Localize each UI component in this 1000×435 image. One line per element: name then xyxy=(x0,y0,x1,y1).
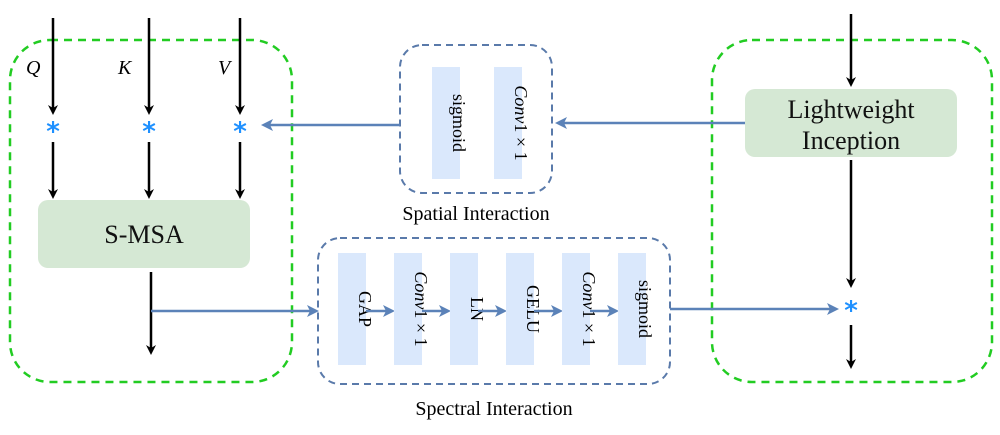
q-multiply-icon: * xyxy=(46,117,60,147)
q-label: Q xyxy=(26,57,41,79)
spectral-conv1-block xyxy=(394,253,422,365)
spectral-gap-label: GAP xyxy=(355,291,375,327)
lightweight-inception-block xyxy=(745,89,957,157)
k-multiply-icon: * xyxy=(142,117,156,147)
spectral-gap-block xyxy=(338,253,366,365)
v-multiply-icon: * xyxy=(233,117,247,147)
final-multiply-icon: * xyxy=(844,296,858,326)
inception-label-line1: Lightweight xyxy=(787,95,915,124)
spectral-conv2-label: Conv1 × 1 xyxy=(579,271,599,346)
spectral-sigmoid-block xyxy=(618,253,646,365)
inception-label-line2: Inception xyxy=(802,126,900,155)
smsa-label: S-MSA xyxy=(104,220,184,249)
smsa-block xyxy=(38,200,250,268)
k-label: K xyxy=(117,57,133,79)
spectral-conv2-block xyxy=(562,253,590,365)
spectral-gelu-label: GELU xyxy=(523,285,543,333)
spatial-sigmoid-block xyxy=(432,67,460,179)
spectral-ln-block xyxy=(450,253,478,365)
spatial-conv-block xyxy=(494,67,522,179)
left-branch-container xyxy=(8,38,294,384)
spatial-conv-label: Conv1 × 1 xyxy=(511,85,531,160)
spectral-interaction-caption: Spectral Interaction xyxy=(415,398,572,420)
v-label: V xyxy=(218,57,233,79)
spectral-sigmoid-label: sigmoid xyxy=(635,280,655,338)
spectral-gelu-block xyxy=(506,253,534,365)
spatial-interaction-caption: Spatial Interaction xyxy=(402,203,549,225)
spectral-ln-label: LN xyxy=(467,297,487,321)
spatial-interaction-container xyxy=(399,44,553,194)
spatial-sigmoid-label: sigmoid xyxy=(449,94,469,152)
spectral-conv1-label: Conv1 × 1 xyxy=(411,271,431,346)
